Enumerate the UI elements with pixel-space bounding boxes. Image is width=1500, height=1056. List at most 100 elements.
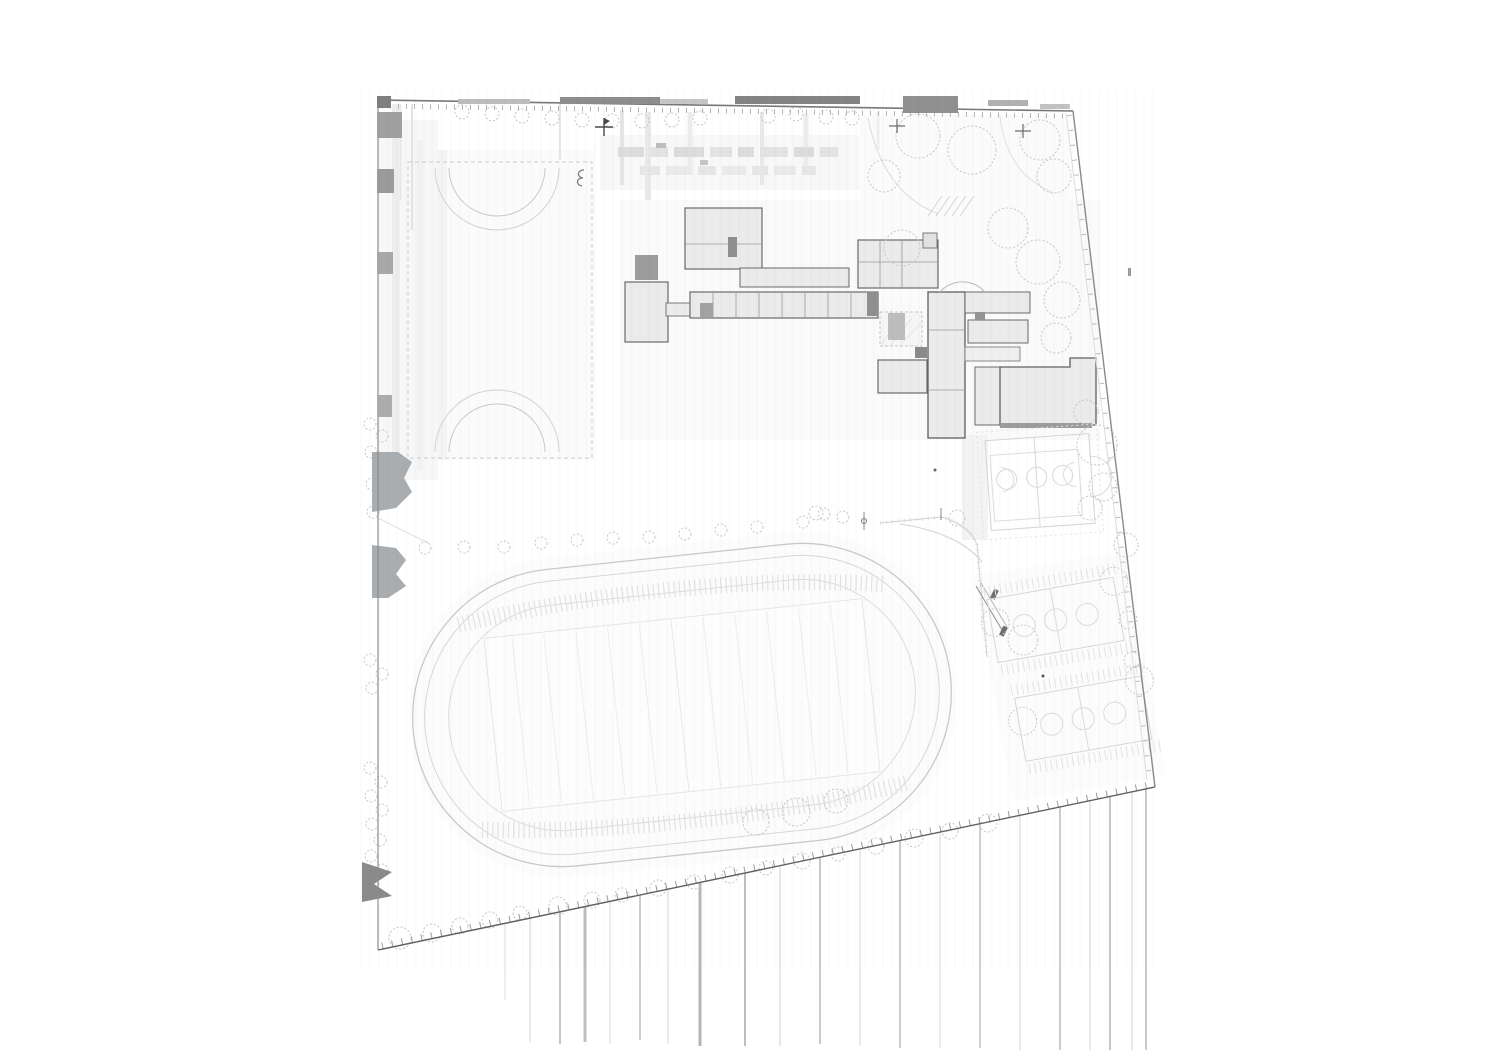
building-mass [964,291,1031,314]
ramp-rail [980,582,1008,628]
track-line [483,598,881,812]
court-line [1040,712,1064,736]
shadow-patch [915,347,927,358]
tree-icon [1077,495,1103,521]
court-line [1012,614,1036,638]
edge-dark [377,252,393,274]
tree-icon [1113,532,1139,558]
smudge [774,166,796,175]
crosswalk-hatch [951,195,967,217]
tree-icon [418,541,432,555]
tree-icon [830,846,846,862]
tree-icon [1036,158,1072,194]
boundary-line [1065,112,1148,781]
tree-icon [373,833,387,847]
stall-hatch [982,562,1119,598]
tree-icon [363,417,377,431]
tree-icon [1118,610,1138,630]
yard-line [575,630,594,800]
smudge [640,166,660,175]
tree-icon [664,112,680,128]
boundary-ticks-bottom [381,781,1151,950]
tree-icon [364,789,378,803]
yard-line [606,627,626,797]
smudge [722,166,746,175]
background-washes [600,135,860,190]
building-mass [877,359,928,394]
tree-icon [614,887,630,903]
court-line [1052,464,1074,486]
street-dark [988,100,1028,106]
shadow-patch [1000,423,1092,428]
tree-icon [978,813,998,833]
tree-icon [714,523,728,537]
tree-icon [366,505,380,519]
scan-streaks-bottom [504,789,1147,1050]
building-mass [967,319,1029,344]
tree-icon [867,837,885,855]
scan-streaks-top [392,104,880,480]
ballfield-line [448,167,546,217]
court-line [1049,588,1062,652]
ballfield-line [407,161,593,459]
fence-line [879,514,989,658]
shrub-mass [372,452,412,512]
site-symbols [595,118,1131,678]
tree-icon [649,879,667,897]
tree-icon [678,527,692,541]
bleacher-hatch [481,775,910,839]
building-mass [974,366,1001,426]
tree-icon [1019,119,1061,161]
tree-icon [481,911,499,929]
tree-icon [364,849,378,863]
south-courts [980,562,1165,775]
shadow-patch [635,255,658,280]
ballfields [407,161,593,459]
tree-icon [375,667,389,681]
tree-icon [606,531,620,545]
tree-icon [583,891,601,909]
tree-icon [512,905,528,921]
flagpole-base [861,518,867,524]
tree-icon [548,896,568,916]
court-line [989,448,1083,522]
drive-curve [999,115,1053,193]
tree-icon [818,109,834,125]
tree-icon [365,817,379,831]
island-tree [980,607,1010,637]
street-dark [903,96,958,113]
school-building [624,207,1097,439]
tree-icon [570,533,584,547]
tree-icon [836,510,850,524]
smudge [760,147,788,157]
smudge [802,166,816,175]
tree-icon [758,860,774,876]
building-mass [624,281,669,343]
crosswalk-hatch [959,195,975,217]
building-mass [689,291,879,319]
tree-icon [808,505,824,521]
tree-icon [788,106,804,122]
ramp-post [990,588,999,600]
tree-icon [375,803,389,817]
smudge-band [618,143,838,175]
building-mass [964,346,1021,362]
yard-line [511,637,531,807]
track-line [448,578,916,832]
yard-line [797,607,817,777]
smudge [618,147,644,157]
shadow-patch [728,237,737,257]
tree-icon [948,509,966,527]
crosswalk-hatch [935,195,951,217]
building-mass [927,291,966,439]
running-track [412,542,952,868]
background-washes [962,435,988,540]
smudge [666,166,692,175]
tree-icon [867,159,901,193]
court-line [1033,437,1041,528]
court-line [1026,466,1048,488]
trees-track-row [418,505,966,555]
tree-icon [574,112,590,128]
crosswalk-hatch [943,195,959,217]
